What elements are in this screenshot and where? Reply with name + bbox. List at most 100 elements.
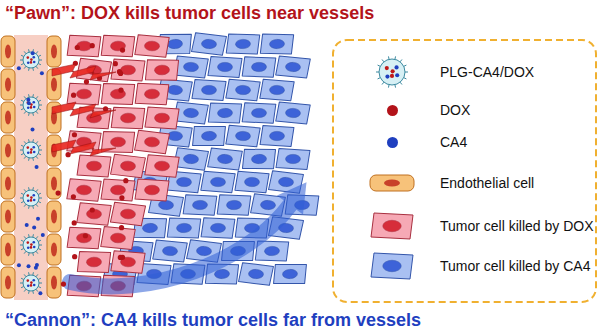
cell-nucleus	[201, 39, 216, 49]
particle-drug	[30, 196, 33, 199]
cell-nucleus	[154, 65, 169, 75]
endothelial-cell	[47, 36, 61, 67]
cell-nucleus	[76, 89, 91, 99]
cell-nucleus	[192, 200, 207, 210]
cell-nucleus	[248, 269, 263, 279]
cell-nucleus	[235, 39, 250, 49]
nanoparticle	[20, 94, 42, 115]
tumor-cell-ca4	[167, 217, 202, 239]
endothelial-body	[370, 175, 414, 191]
cell-body	[238, 263, 273, 286]
dox-dot	[56, 190, 61, 195]
tumor-cell-dox	[67, 83, 101, 105]
dox-dot	[72, 132, 77, 137]
dox-dot	[90, 207, 95, 212]
particle-drug	[27, 241, 30, 244]
particle-drug	[390, 74, 394, 78]
particle-drug	[33, 241, 36, 244]
particle-drug	[33, 246, 36, 249]
tumor-cell-ca4	[201, 171, 235, 193]
tumor-cell-dox	[77, 155, 111, 177]
endothelial-cell	[1, 69, 15, 100]
ca4-dot	[17, 263, 21, 267]
cell-body	[208, 102, 243, 124]
cell-body	[101, 227, 136, 250]
endothelial-nucleus	[5, 210, 11, 224]
legend-label: Endothelial cell	[440, 174, 534, 192]
cell-nucleus	[251, 62, 266, 72]
dox-bolt	[52, 64, 116, 80]
tumor-cell-ca4	[226, 79, 261, 101]
dox-dot	[72, 220, 77, 225]
ca4-dot	[31, 128, 35, 132]
cell-body	[101, 35, 135, 58]
endothelial-cell	[1, 135, 15, 166]
cell-nucleus	[278, 177, 293, 187]
endothelial-cell	[1, 36, 15, 67]
particle-core	[23, 275, 39, 291]
endothelial-nucleus	[5, 144, 11, 158]
cell-body	[217, 194, 251, 216]
cell-nucleus	[286, 154, 301, 163]
cell-nucleus	[176, 177, 191, 187]
cell-body	[101, 179, 135, 201]
cell-body	[135, 35, 169, 58]
figure-caption: “Cannon”: CA4 kills tumor cells far from…	[5, 309, 421, 331]
ca4-dot	[38, 291, 42, 295]
ca4-dot	[27, 101, 31, 105]
tumor-cell-dox	[101, 35, 135, 58]
cell-nucleus	[235, 85, 250, 95]
particle-drug	[27, 56, 30, 59]
dox-dot	[71, 93, 76, 98]
endothelial-body	[1, 201, 15, 232]
dox-dot	[71, 194, 76, 199]
nanoparticle	[20, 272, 42, 293]
cell-nucleus	[217, 62, 232, 71]
cell-nucleus	[210, 177, 225, 187]
cell-body	[111, 59, 145, 81]
endothelial-body	[1, 135, 15, 166]
legend-swatch	[387, 137, 398, 148]
cell-body	[201, 217, 235, 238]
tumor-cell-ca4	[276, 148, 310, 169]
cell-body	[110, 202, 145, 226]
cell-body	[226, 33, 261, 55]
cell-body	[208, 56, 242, 77]
particle-core	[23, 52, 39, 68]
particle-drug	[33, 284, 36, 287]
cell-nucleus	[144, 41, 159, 51]
heading-slot: “Cannon”: CA4 kills tumor cells far from…	[5, 309, 421, 331]
particle-drug	[27, 107, 30, 110]
particle-drug	[27, 62, 30, 65]
cell-nucleus	[142, 223, 157, 233]
particle-drug	[27, 194, 30, 197]
particle-drug	[27, 279, 30, 282]
legend-frame	[333, 40, 596, 302]
endothelial-nucleus	[5, 45, 11, 59]
tumor-cell-dox-sample	[371, 213, 413, 239]
free-drugs	[17, 43, 129, 295]
cell-nucleus	[144, 89, 159, 99]
cell-nucleus	[183, 108, 198, 118]
cell-body	[77, 250, 112, 273]
cell-nucleus	[251, 154, 266, 164]
endothelial-body	[1, 267, 15, 298]
dox-dot	[119, 195, 124, 200]
particle-drug	[385, 74, 389, 78]
cell-body	[242, 102, 276, 124]
dox-dot	[61, 281, 66, 286]
endothelial-body	[47, 234, 61, 265]
cell-nucleus	[217, 108, 232, 118]
particle-drug	[27, 152, 30, 155]
dox-dot	[118, 88, 123, 93]
cell-body	[174, 56, 209, 78]
cell-body	[276, 56, 311, 78]
endothelial-nucleus	[51, 276, 57, 290]
legend-row: CA4	[440, 133, 467, 151]
endothelial-nucleus	[51, 45, 57, 59]
tumor-cell-ca4	[191, 33, 226, 56]
cell-nucleus	[86, 257, 101, 267]
endothelial-body	[47, 267, 61, 298]
particle-drug	[30, 281, 33, 284]
